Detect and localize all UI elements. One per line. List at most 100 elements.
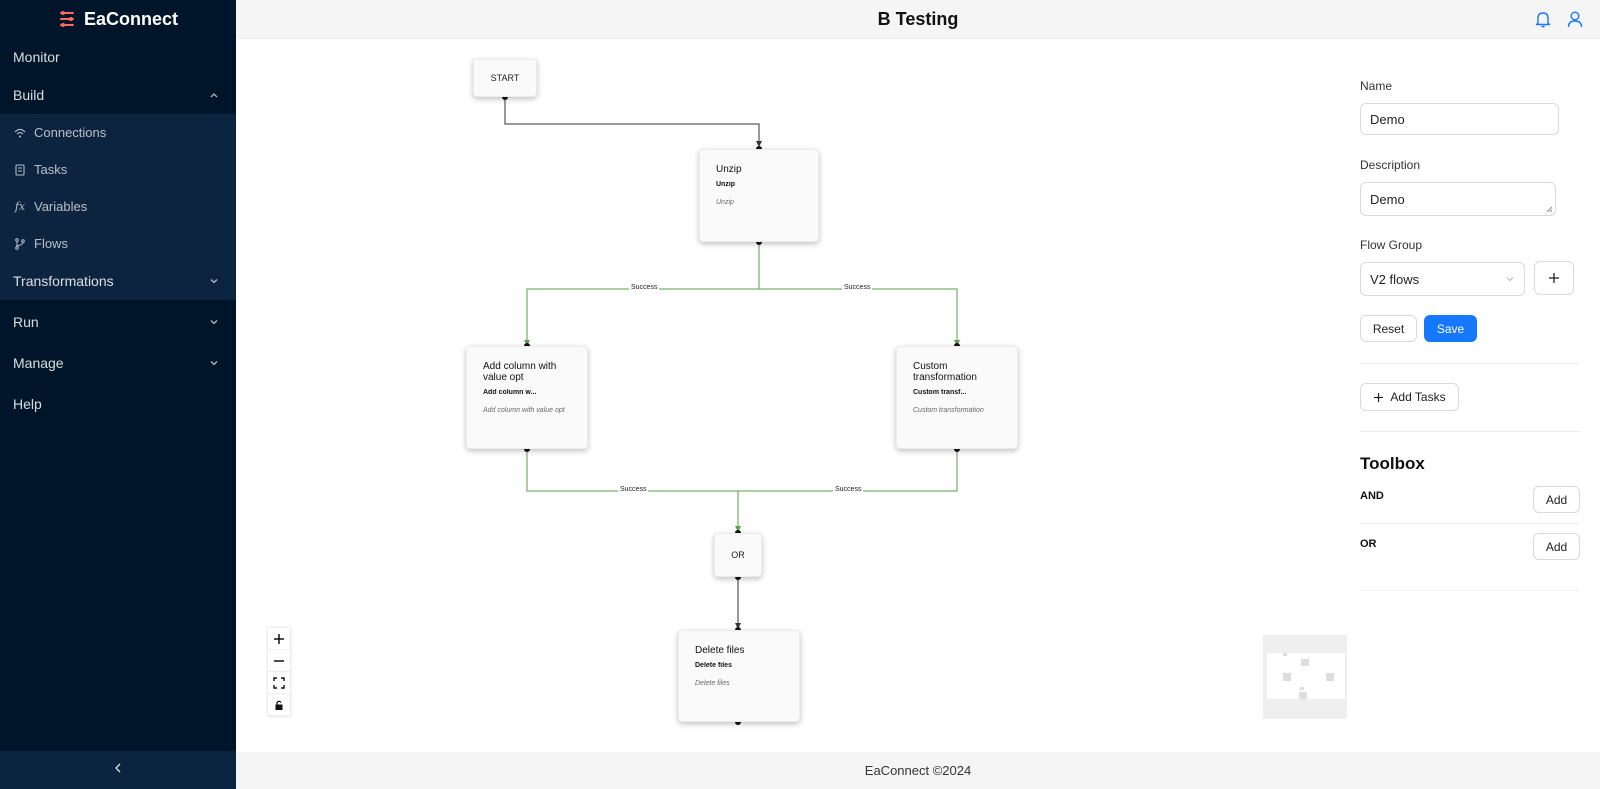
- node-subtitle: Add column w...: [483, 389, 537, 396]
- node-title: Delete files: [695, 645, 745, 656]
- node-custom-transformation[interactable]: Custom transformation Custom transf... C…: [896, 346, 1018, 449]
- arrowhead: [756, 141, 762, 147]
- sidebar-item-build[interactable]: Build: [0, 76, 236, 114]
- copyright-text: EaConnect ©2024: [864, 763, 972, 778]
- minus-icon: [274, 659, 284, 662]
- name-input[interactable]: Demo: [1360, 103, 1559, 135]
- lock-icon: [275, 700, 283, 710]
- edge-label-success: Success: [629, 284, 660, 291]
- sidebar-item-label: Tasks: [34, 162, 68, 177]
- node-title: Add column with value opt: [483, 361, 557, 383]
- plus-icon: [274, 633, 284, 644]
- flow-group-value: V2 flows: [1370, 271, 1420, 287]
- name-label: Name: [1360, 79, 1393, 93]
- minimap[interactable]: [1263, 635, 1347, 719]
- minimap-viewport: [1267, 653, 1345, 699]
- sidebar-item-manage[interactable]: Manage: [0, 344, 236, 382]
- add-flow-group-button[interactable]: [1534, 261, 1574, 295]
- chevron-left-icon: [112, 761, 124, 779]
- toolbox-title: Toolbox: [1360, 454, 1425, 473]
- node-subtitle: Unzip: [716, 181, 736, 188]
- page-title: B Testing: [877, 8, 959, 29]
- node-title: Custom transformation: [913, 361, 977, 383]
- add-tasks-label: Add Tasks: [1390, 390, 1446, 404]
- build-submenu: Connections Tasks fx Variables Flows: [0, 114, 236, 262]
- fx-icon: fx: [14, 200, 26, 213]
- edge-label-success: Success: [618, 486, 649, 493]
- node-title: OR: [731, 550, 745, 560]
- add-or-button[interactable]: Add: [1533, 533, 1580, 560]
- bell-icon[interactable]: [1534, 10, 1552, 33]
- tool-name-and: AND: [1360, 490, 1384, 502]
- node-add-column[interactable]: Add column with value opt Add column w..…: [466, 346, 588, 449]
- sidebar-item-connections[interactable]: Connections: [0, 114, 236, 151]
- fit-view-icon: [273, 676, 285, 689]
- header: B Testing: [236, 0, 1600, 39]
- chevron-down-icon: [1506, 277, 1514, 282]
- sidebar-item-transformations[interactable]: Transformations: [0, 262, 236, 300]
- edge-start-unzip: [504, 97, 760, 147]
- sidebar-item-monitor[interactable]: Monitor: [0, 38, 236, 76]
- add-and-button[interactable]: Add: [1533, 486, 1580, 513]
- sidebar-item-variables[interactable]: fx Variables: [0, 188, 236, 225]
- node-subtitle: Custom transf...: [913, 389, 967, 396]
- edge-unzip-custom: [758, 242, 958, 346]
- arrowhead: [735, 526, 741, 532]
- node-title: Unzip: [716, 164, 742, 175]
- node-subtitle: Delete files: [695, 662, 732, 669]
- node-unzip[interactable]: Unzip Unzip Unzip: [699, 149, 819, 242]
- zoom-out-button[interactable]: [268, 650, 290, 672]
- edge-unzip-addcol: [526, 242, 760, 346]
- arrowhead: [735, 623, 741, 629]
- task-icon: [14, 163, 26, 176]
- sidebar-item-label: Transformations: [13, 273, 114, 289]
- tool-name-or: OR: [1360, 538, 1377, 550]
- sidebar-item-help[interactable]: Help: [0, 385, 236, 423]
- sidebar-item-label: Manage: [13, 355, 64, 371]
- sidebar-item-label: Help: [13, 396, 42, 412]
- flow-group-select[interactable]: V2 flows: [1360, 262, 1525, 296]
- sidebar-item-tasks[interactable]: Tasks: [0, 151, 236, 188]
- flow-properties-panel: Name Demo Description Demo Flow Group V2…: [1360, 39, 1580, 752]
- sidebar-item-label: Flows: [34, 236, 68, 251]
- lock-button[interactable]: [268, 694, 290, 716]
- plus-icon: [1374, 392, 1384, 402]
- node-delete-files[interactable]: Delete files Delete files Delete files: [678, 630, 800, 722]
- chevron-up-icon: [208, 89, 220, 101]
- plus-icon: [1549, 273, 1559, 283]
- node-description: Delete files: [695, 680, 730, 687]
- sidebar-item-flows[interactable]: Flows: [0, 225, 236, 262]
- edge-label-success: Success: [833, 486, 864, 493]
- node-description: Unzip: [716, 199, 734, 206]
- branch-icon: [14, 237, 26, 250]
- chevron-down-icon: [208, 357, 220, 369]
- logo[interactable]: EaConnect: [0, 0, 236, 38]
- sidebar-item-label: Variables: [34, 199, 88, 214]
- divider: [1360, 523, 1580, 524]
- eaconnect-logo-icon: [59, 11, 74, 27]
- zoom-in-button[interactable]: [268, 628, 290, 650]
- reset-button[interactable]: Reset: [1360, 315, 1417, 342]
- flow-canvas[interactable]: Success Success Success Success START Un…: [236, 39, 1336, 752]
- zoom-controls: [268, 628, 290, 716]
- wifi-icon: [14, 127, 26, 139]
- add-tasks-button[interactable]: Add Tasks: [1360, 383, 1459, 411]
- sidebar-item-run[interactable]: Run: [0, 303, 236, 341]
- sidebar: EaConnect Monitor Build Connections Task…: [0, 0, 236, 789]
- description-textarea[interactable]: Demo: [1360, 182, 1556, 216]
- node-description: Custom transformation: [913, 407, 984, 414]
- description-value: Demo: [1370, 191, 1405, 207]
- node-title: START: [490, 73, 520, 83]
- sidebar-collapse-button[interactable]: [0, 751, 236, 789]
- node-or[interactable]: OR: [714, 533, 762, 577]
- node-description: Add column with value opt: [483, 407, 565, 414]
- node-start[interactable]: START: [473, 59, 537, 97]
- sidebar-item-label: Build: [13, 87, 45, 103]
- divider: [1360, 590, 1580, 591]
- chevron-down-icon: [208, 316, 220, 328]
- save-button[interactable]: Save: [1424, 315, 1477, 342]
- user-icon[interactable]: [1566, 10, 1584, 33]
- flow-group-label: Flow Group: [1360, 238, 1423, 252]
- divider: [1360, 431, 1580, 432]
- fit-view-button[interactable]: [268, 672, 290, 694]
